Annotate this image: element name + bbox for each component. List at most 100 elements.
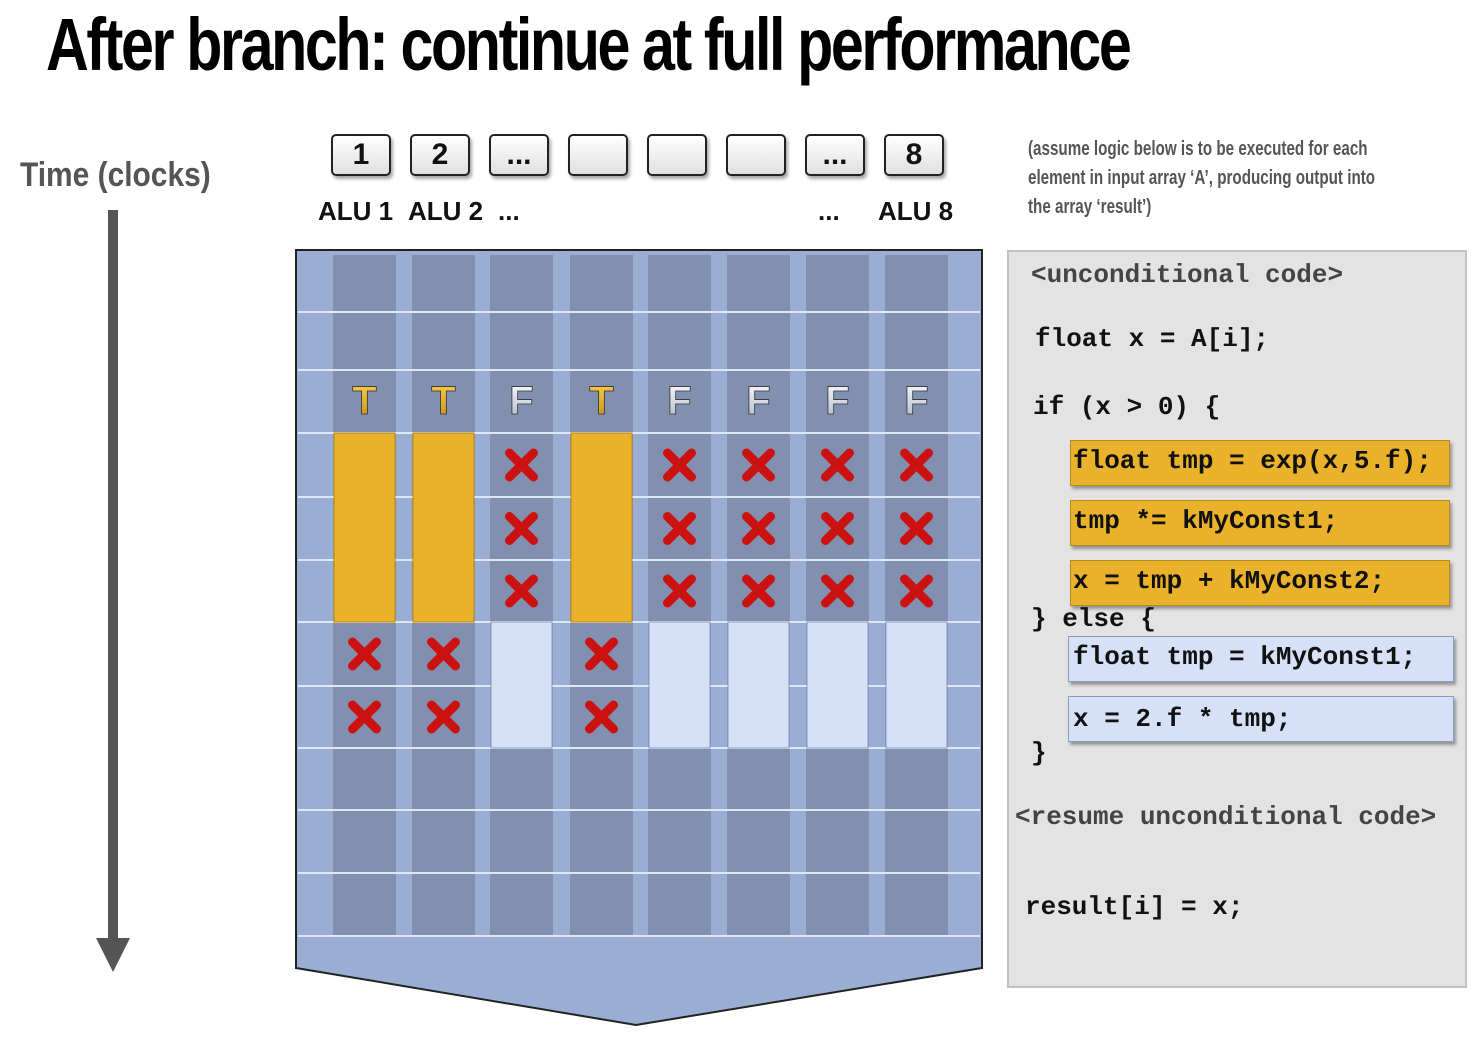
masked-mark-lane-5-row-3-stroke-b [663, 448, 696, 482]
masked-mark-lane-4-row-7-stroke-b [585, 700, 618, 734]
page-title: After branch: continue at full performan… [46, 3, 1132, 86]
code-else: } else { [1031, 604, 1156, 634]
masked-mark-lane-8-row-3-stroke-b [900, 448, 933, 482]
masked-mark-lane-8-row-5 [900, 574, 933, 608]
masked-mark-lane-2-row-6 [427, 637, 460, 671]
masked-mark-lane-5-row-4 [663, 512, 696, 545]
masked-mark-lane-3-row-5-stroke-b [505, 574, 538, 608]
lane-cells [333, 432, 948, 749]
masked-mark-lane-8-row-4-stroke-b [900, 512, 933, 545]
false-branch-cell-lane-3 [490, 621, 553, 749]
alu-label-1: ALU 1 [318, 196, 394, 226]
false-branch-highlight-1 [1068, 636, 1454, 682]
masked-mark-lane-1-row-7-stroke-b [348, 700, 381, 734]
masked-mark-lane-4-row-6-stroke-b [585, 637, 618, 671]
masked-mark-lane-6-row-5-stroke-b [742, 574, 775, 608]
masked-mark-lane-8-row-3 [900, 448, 933, 482]
true-branch-highlight-3 [1070, 560, 1450, 606]
alu-box-1: 1 [331, 134, 391, 176]
code-result: result[i] = x; [1025, 892, 1244, 922]
true-branch-cell-lane-1 [333, 432, 396, 623]
false-branch-cell-lane-5 [648, 621, 711, 749]
masked-mark-lane-1-row-6 [348, 637, 381, 671]
masked-mark-lane-7-row-4-stroke-b [821, 512, 854, 545]
masked-mark-lane-5-row-5-stroke-b [663, 574, 696, 608]
masked-mark-lane-3-row-3-stroke-b [505, 448, 538, 482]
alu-box-5 [647, 134, 707, 176]
masked-mark-lane-8-row-5-stroke-b [900, 574, 933, 608]
masked-mark-lane-7-row-3-stroke-b [821, 448, 854, 482]
condition-label-lane-8: F [904, 379, 928, 423]
condition-label-lane-6: F [746, 379, 770, 423]
code-true-3: x = tmp + kMyConst2; [1073, 566, 1386, 596]
alu-label-2: ALU 2 [408, 196, 484, 226]
note-line-3: the array ‘result’) [1028, 196, 1152, 218]
masked-mark-lane-6-row-3-stroke-b [742, 448, 775, 482]
execution-panel [295, 249, 983, 1027]
masked-lane-marks [348, 448, 933, 734]
alu-box-2: 2 [410, 134, 470, 176]
code-false-2: x = 2.f * tmp; [1073, 704, 1292, 734]
masked-mark-lane-6-row-3 [742, 448, 775, 482]
code-false-1: float tmp = kMyConst1; [1073, 642, 1417, 672]
condition-label-lane-7: F [825, 379, 849, 423]
alu-box-6 [726, 134, 786, 176]
time-axis-label: Time (clocks) [20, 156, 211, 194]
masked-mark-lane-1-row-6-stroke-b [348, 637, 381, 671]
masked-mark-lane-1-row-7 [348, 700, 381, 734]
false-branch-cell-lane-6 [727, 621, 790, 749]
note-line-2: element in input array ‘A’, producing ou… [1028, 167, 1376, 189]
condition-label-lane-3: F [509, 379, 533, 423]
note-line-1: (assume logic below is to be executed fo… [1028, 138, 1368, 160]
masked-mark-lane-6-row-4-stroke-b [742, 512, 775, 545]
code-unconditional: <unconditional code> [1031, 260, 1344, 290]
masked-mark-lane-7-row-4 [821, 512, 854, 545]
masked-mark-lane-3-row-5 [505, 574, 538, 608]
code-if: if (x > 0) { [1033, 392, 1221, 422]
code-true-2: tmp *= kMyConst1; [1073, 506, 1339, 536]
false-branch-highlight-2 [1068, 696, 1454, 742]
condition-label-lane-1: T [352, 379, 376, 423]
false-branch-cell-lane-8 [885, 621, 948, 749]
alu-box-3: ... [489, 134, 549, 176]
masked-mark-lane-8-row-4 [900, 512, 933, 545]
masked-mark-lane-7-row-5-stroke-b [821, 574, 854, 608]
masked-mark-lane-4-row-7 [585, 700, 618, 734]
masked-mark-lane-5-row-3 [663, 448, 696, 482]
alu-label-dots-right: ... [818, 196, 840, 226]
condition-label-lane-4: T [589, 379, 613, 423]
masked-mark-lane-2-row-7 [427, 700, 460, 734]
code-close: } [1031, 738, 1047, 768]
masked-mark-lane-3-row-4 [505, 512, 538, 545]
code-panel: <unconditional code> float x = A[i]; if … [1007, 250, 1467, 988]
assumption-note: (assume logic below is to be executed fo… [1028, 135, 1423, 222]
masked-mark-lane-5-row-4-stroke-b [663, 512, 696, 545]
masked-mark-lane-6-row-4 [742, 512, 775, 545]
masked-mark-lane-2-row-6-stroke-b [427, 637, 460, 671]
true-branch-highlight-2 [1070, 500, 1450, 546]
alu-box-7: ... [805, 134, 865, 176]
true-branch-cell-lane-2 [412, 432, 475, 623]
masked-mark-lane-3-row-4-stroke-b [505, 512, 538, 545]
code-resume: <resume unconditional code> [1015, 802, 1437, 832]
masked-mark-lane-4-row-6 [585, 637, 618, 671]
alu-box-8: 8 [884, 134, 944, 176]
masked-mark-lane-6-row-5 [742, 574, 775, 608]
true-branch-highlight-1 [1070, 440, 1450, 486]
masked-mark-lane-2-row-7-stroke-b [427, 700, 460, 734]
masked-mark-lane-7-row-3 [821, 448, 854, 482]
masked-mark-lane-5-row-5 [663, 574, 696, 608]
true-branch-cell-lane-4 [570, 432, 633, 623]
code-true-1: float tmp = exp(x,5.f); [1073, 446, 1432, 476]
false-branch-cell-lane-7 [806, 621, 869, 749]
time-arrow-icon [96, 210, 130, 972]
alu-label-8: ALU 8 [878, 196, 954, 226]
masked-mark-lane-7-row-5 [821, 574, 854, 608]
code-decl: float x = A[i]; [1035, 324, 1270, 354]
condition-label-lane-2: T [431, 379, 455, 423]
condition-label-lane-5: F [667, 379, 691, 423]
masked-mark-lane-3-row-3 [505, 448, 538, 482]
alu-box-4 [568, 134, 628, 176]
